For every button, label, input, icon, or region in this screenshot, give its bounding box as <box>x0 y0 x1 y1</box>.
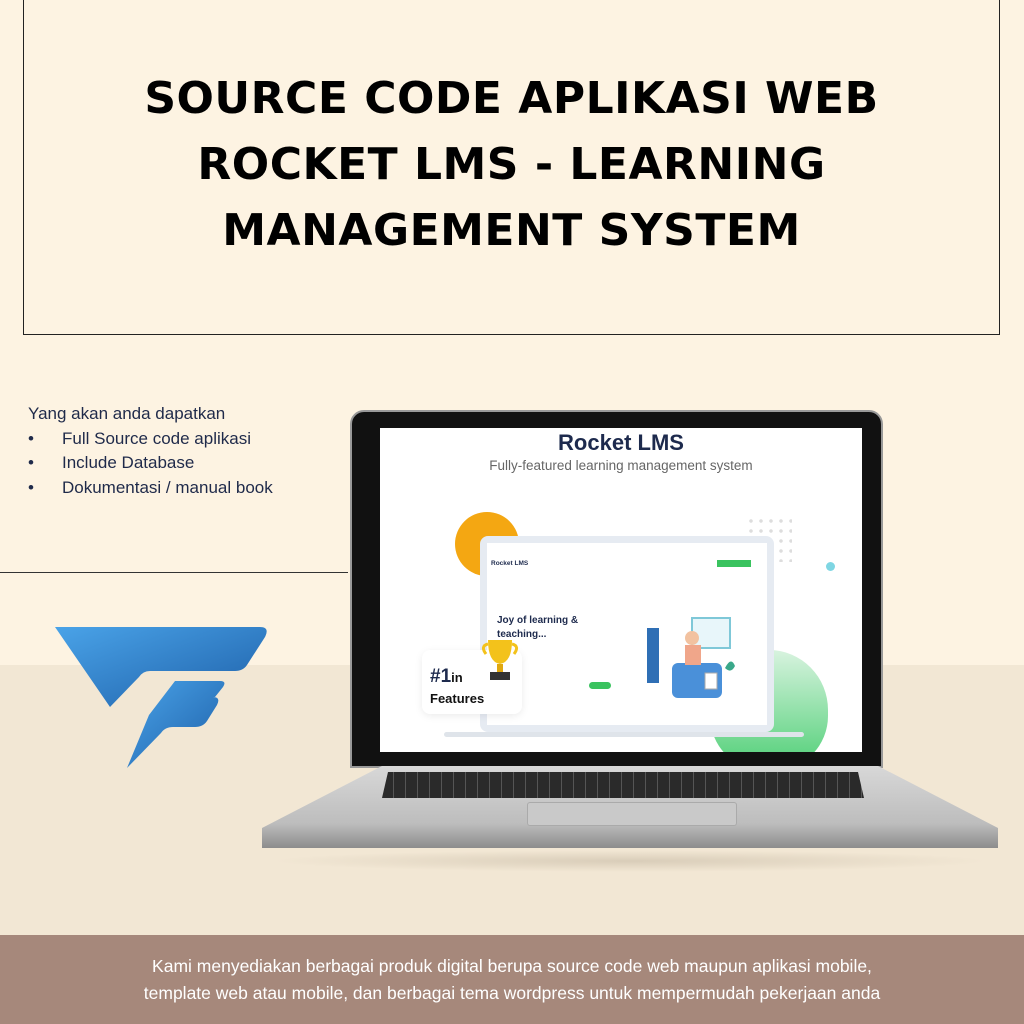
laptop-trackpad <box>527 802 737 826</box>
title-line: SOURCE CODE APLIKASI WEB <box>144 72 879 124</box>
benefit-item: Include Database <box>28 451 273 476</box>
benefits-list: Yang akan anda dapatkan Full Source code… <box>28 402 273 500</box>
divider <box>0 572 348 573</box>
mini-cta-button <box>717 560 751 567</box>
title-line: MANAGEMENT SYSTEM <box>222 204 801 256</box>
mini-search-button <box>589 682 611 689</box>
benefits-heading: Yang akan anda dapatkan <box>28 404 226 423</box>
benefit-item: Full Source code aplikasi <box>28 427 273 452</box>
badge-in: in <box>451 670 463 685</box>
footer: Kami menyediakan berbagai produk digital… <box>0 935 1024 1024</box>
mini-brand: Rocket LMS <box>491 560 529 567</box>
badge-rank: #1 <box>430 666 452 687</box>
footer-text: Kami menyediakan berbagai produk digital… <box>152 956 872 976</box>
footer-text: template web atau mobile, dan berbagai t… <box>143 983 881 1003</box>
trophy-icon <box>481 640 519 680</box>
laptop-keyboard <box>382 772 864 798</box>
features-badge: #1in Features <box>422 650 522 714</box>
page-title: SOURCE CODE APLIKASI WEB ROCKET LMS - LE… <box>144 66 878 264</box>
mini-laptop-mockup: Rocket LMS Joy of learning & teaching... <box>480 536 774 732</box>
screen-title: Rocket LMS <box>558 430 684 455</box>
mini-laptop-base <box>444 732 804 737</box>
student-illustration-icon <box>647 617 735 698</box>
laptop-shadow <box>270 850 990 872</box>
mini-hero-heading: Joy of learning & teaching... <box>497 615 579 640</box>
decor-dot-teal <box>826 562 835 571</box>
title-line: ROCKET LMS - LEARNING <box>197 138 826 190</box>
laptop-screen: Rocket LMS Fully-featured learning manag… <box>380 428 862 752</box>
badge-label: Features <box>430 691 485 706</box>
brand-logo-icon <box>55 627 267 768</box>
title-box: SOURCE CODE APLIKASI WEB ROCKET LMS - LE… <box>23 0 1000 335</box>
benefit-item: Dokumentasi / manual book <box>28 476 273 501</box>
screen-subtitle: Fully-featured learning management syste… <box>489 458 753 473</box>
